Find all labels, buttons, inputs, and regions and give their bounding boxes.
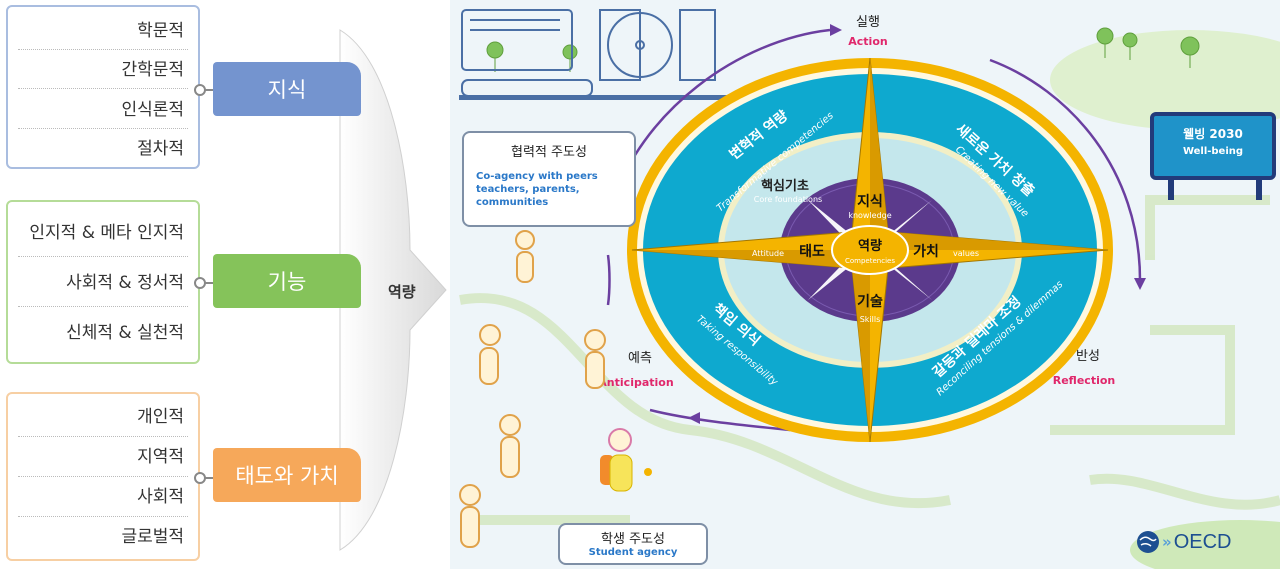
knowledge-tag: 지식 xyxy=(213,62,361,116)
attitudes-values-item: 사회적 xyxy=(137,487,184,507)
skills-item: 사회적 & 정서적 xyxy=(66,273,184,293)
big-arrow-shape xyxy=(339,29,447,551)
anticipation-ko: 예측 xyxy=(628,351,652,366)
west-ko: 태도 xyxy=(799,244,825,260)
student-agency-subtitle: Student agency xyxy=(588,547,678,558)
compass-body xyxy=(627,57,1113,443)
core-en: Core foundations xyxy=(754,195,822,204)
skills-item: 신체적 & 실천적 xyxy=(66,323,184,343)
knowledge-group-box: 학문적 간학문적 인식론적 절차적 xyxy=(6,5,200,169)
skills-item: 인지적 & 메타 인지적 xyxy=(29,223,184,243)
background-paths xyxy=(459,195,1280,525)
oecd-logo: » OECD xyxy=(1136,530,1232,554)
skills-tag: 기능 xyxy=(213,254,361,308)
action-en: Action xyxy=(848,35,887,48)
coagency-line3: communities xyxy=(476,197,549,208)
student-agency-title: 학생 주도성 xyxy=(601,532,665,547)
reflection-en: Reflection xyxy=(1053,374,1115,387)
coagency-line1: Co-agency with peers xyxy=(476,171,598,182)
coagency-line2: teachers, parents, xyxy=(476,184,580,195)
east-ko: 가치 xyxy=(913,244,939,260)
globe-icon xyxy=(1137,531,1159,553)
west-en: Attitude xyxy=(752,249,784,258)
hill xyxy=(1050,30,1280,130)
arrow-label: 역량 xyxy=(388,283,416,301)
chevrons-icon: » xyxy=(1162,533,1172,551)
attitudes-values-tag: 태도와 가치 xyxy=(213,448,361,502)
oecd-logo-text: OECD xyxy=(1173,530,1232,553)
east-en: values xyxy=(953,249,979,258)
tree-icon xyxy=(486,27,1200,72)
center-ko: 역량 xyxy=(858,238,882,254)
knowledge-item: 학문적 xyxy=(137,21,184,41)
south-en: Skills xyxy=(860,315,881,324)
wellbeing-subtitle: Well-being xyxy=(1182,146,1244,157)
signpost-icon xyxy=(1168,160,1262,200)
anticipation-en: Anticipation xyxy=(598,376,673,389)
north-en: knowledge xyxy=(848,211,891,220)
attitudes-values-item: 글로벌적 xyxy=(121,527,184,547)
action-ko: 실행 xyxy=(856,14,880,30)
skills-group-box: 인지적 & 메타 인지적 사회적 & 정서적 신체적 & 실천적 xyxy=(6,200,200,364)
reflection-ko: 반성 xyxy=(1076,349,1100,364)
wellbeing-sign: 웰빙 2030 Well-being xyxy=(1150,112,1276,180)
core-ko: 핵심기초 xyxy=(761,178,809,194)
knowledge-item: 간학문적 xyxy=(121,60,184,80)
knowledge-item: 인식론적 xyxy=(121,100,184,120)
student-icon xyxy=(600,428,652,492)
compass-illustration: 변혁적 역량 Transformative competencies 새로운 가… xyxy=(459,9,1280,569)
north-ko: 지식 xyxy=(857,194,883,210)
learning-compass-panel: 변혁적 역량 Transformative competencies 새로운 가… xyxy=(450,0,1280,569)
knowledge-item: 절차적 xyxy=(137,139,184,159)
student-agency-box: 학생 주도성 Student agency xyxy=(558,523,708,565)
coagency-bubble: 협력적 주도성 Co-agency with peers teachers, p… xyxy=(462,131,636,227)
attitudes-values-item: 개인적 xyxy=(137,407,184,427)
person-icon xyxy=(459,230,606,548)
center-en: Competencies xyxy=(845,257,895,265)
wellbeing-title: 웰빙 2030 xyxy=(1183,127,1243,141)
south-ko: 기술 xyxy=(857,294,883,310)
coagency-title: 협력적 주도성 xyxy=(511,145,587,160)
attitudes-values-group-box: 개인적 지역적 사회적 글로벌적 xyxy=(6,392,200,561)
attitudes-values-item: 지역적 xyxy=(137,447,184,467)
competency-breakdown-panel: 역량 학문적 간학문적 인식론적 절차적 지식 인지적 & 메타 인지적 사회적… xyxy=(0,0,450,569)
